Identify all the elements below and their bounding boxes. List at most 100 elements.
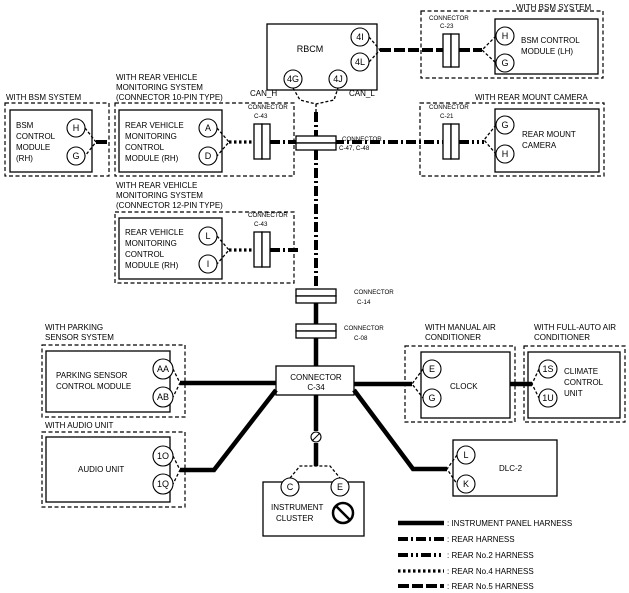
rvm12-name-3: CONTROL [125, 250, 165, 259]
c14-top [295, 288, 337, 297]
bsm-lh-name-2: MODULE (LH) [521, 47, 573, 56]
clock-name: CLOCK [450, 382, 478, 391]
rvm12-group [114, 211, 295, 284]
c43b-label-2: C-43 [254, 221, 268, 228]
rbcm-pin-4l [350, 52, 370, 72]
bsm-lh-pin-g-label: G [501, 58, 508, 68]
parking-pin-aa-label: AA [157, 364, 169, 374]
legend-ip-label: : INSTRUMENT PANEL HARNESS [447, 519, 572, 528]
rvm10-pin-a [198, 118, 218, 138]
rvm12-twist [216, 235, 230, 265]
climate-name-3: UNIT [564, 389, 583, 398]
c08-top [295, 323, 337, 332]
parking-box [45, 350, 171, 413]
c23-label-2: C-23 [440, 23, 454, 30]
cluster-pin-c-label: C [287, 482, 294, 492]
camera-group [419, 102, 605, 177]
rvm10-name-2: MONITORING [125, 132, 177, 141]
rbcm-pin-4l-label: 4L [355, 57, 365, 67]
c47-bottom [295, 142, 337, 151]
bsm-rh-group-label: WITH BSM SYSTEM [6, 93, 81, 102]
shield-icon-slash [311, 432, 321, 442]
audio-box [45, 436, 171, 503]
rvm10-group-2: MONITORING SYSTEM [116, 83, 203, 92]
camera-name-1: REAR MOUNT [522, 130, 576, 139]
bsm-rh-group [4, 102, 110, 177]
rvm10-pin-a-label: A [205, 123, 211, 133]
rvm12-name-1: REAR VEHICLE [125, 228, 184, 237]
camera-pin-h-label: H [502, 149, 509, 159]
camera-twist [483, 124, 497, 155]
parking-twist [172, 368, 181, 398]
climate-group-1: WITH FULL-AUTO AIR [534, 323, 616, 332]
clock-twist [411, 368, 424, 399]
c43b-right [261, 231, 271, 268]
c14-bottom [295, 295, 337, 304]
rvm10-name-3: CONTROL [125, 143, 165, 152]
c21-left [442, 123, 452, 160]
legend-rear4-label: : REAR No.4 HARNESS [447, 567, 534, 576]
c21-label-1: CONNECTOR [429, 104, 469, 111]
bsm-rh-name-2: CONTROL [16, 132, 56, 141]
audio-name: AUDIO UNIT [78, 465, 124, 474]
c14-label-2: C-14 [357, 299, 371, 306]
c34-label-2: C-34 [307, 383, 325, 392]
legend-rear5-label: : REAR No.5 HARNESS [447, 582, 534, 591]
c14-label-1: CONNECTOR [354, 289, 394, 296]
bsm-rh-pin-h-label: H [73, 123, 80, 133]
can-h-label: CAN_H [250, 89, 277, 98]
c43b-label-1: CONNECTOR [248, 212, 288, 219]
can-l-label: CAN_L [349, 89, 375, 98]
rvm12-group-1: WITH REAR VEHICLE [116, 181, 197, 190]
cluster-pin-e [330, 477, 350, 497]
parking-group-2: SENSOR SYSTEM [45, 333, 114, 342]
dlc-pin-l-label: L [463, 450, 468, 460]
climate-name-2: CONTROL [564, 378, 604, 387]
cluster-pin-c [280, 477, 300, 497]
rvm12-pin-l-label: L [205, 231, 210, 241]
climate-pin-1s-label: 1S [542, 364, 553, 374]
c43a-label-1: CONNECTOR [248, 104, 288, 111]
c21-right [450, 123, 460, 160]
audio-pin-1q-label: 1Q [157, 479, 169, 489]
camera-pin-g-label: G [501, 120, 508, 130]
c34-box [275, 365, 355, 396]
parking-name-2: CONTROL MODULE [56, 382, 131, 391]
rvm10-pin-d-label: D [205, 151, 212, 161]
bsm-rh-pin-g-label: G [72, 151, 79, 161]
climate-pin-1u-label: 1U [542, 393, 554, 403]
rvm12-group-3: (CONNECTOR 12-PIN TYPE) [116, 201, 223, 210]
rvm10-twist [216, 127, 230, 157]
bsm-lh-group [420, 10, 604, 79]
c23-left [442, 33, 452, 68]
c08-label-2: C-08 [354, 335, 368, 342]
audio-twist [172, 455, 181, 485]
c43a-right [261, 123, 271, 160]
bsm-lh-pin-h-label: H [502, 31, 509, 41]
c47-top [295, 135, 337, 144]
c08-label-1: CONNECTOR [344, 325, 384, 332]
climate-group-2: CONDITIONER [534, 333, 590, 342]
audio-pin-1o-label: 1O [157, 451, 169, 461]
clock-pin-e-label: E [429, 364, 435, 374]
c43a-label-2: C-43 [254, 113, 268, 120]
c47-label-2: C-47, C-48 [339, 145, 370, 152]
cluster-name-1: INSTRUMENT [271, 503, 324, 512]
cluster-twist [289, 465, 341, 479]
rbcm-pin-4g-label: 4G [287, 74, 299, 84]
c43b-left [253, 231, 263, 268]
cluster-name-2: CLUSTER [276, 514, 314, 523]
rbcm-pin-4j-label: 4J [333, 74, 343, 84]
rbcm-pin-4i-label: 4I [356, 32, 364, 42]
rbcm-label: RBCM [297, 44, 324, 54]
bsm-lh-name-1: BSM CONTROL [521, 36, 580, 45]
camera-group-label: WITH REAR MOUNT CAMERA [475, 93, 588, 102]
dlc-pin-k-label: K [463, 479, 469, 489]
audio-group [41, 431, 186, 508]
bsm-lh-twist [481, 35, 497, 64]
audio-harness [180, 388, 278, 473]
parking-pin-ab-label: AB [157, 392, 169, 402]
rvm12-name-2: MONITORING [125, 239, 177, 248]
c34-label-1: CONNECTOR [290, 373, 342, 382]
